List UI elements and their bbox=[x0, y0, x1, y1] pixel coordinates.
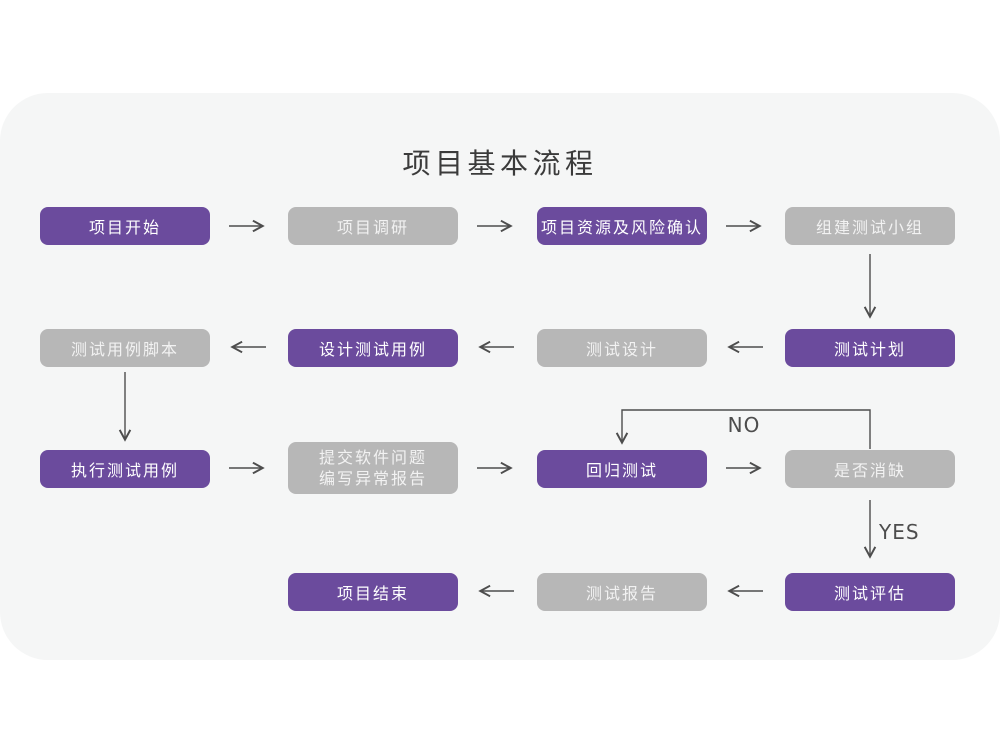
node-line-1: 提交软件问题 bbox=[318, 448, 427, 467]
node-submit-issue-report: 提交软件问题 编写异常报告 bbox=[288, 442, 458, 494]
branch-label-yes: YES bbox=[879, 520, 920, 544]
node-resource-risk-confirm: 项目资源及风险确认 bbox=[537, 207, 707, 245]
node-execute-test-case: 执行测试用例 bbox=[40, 450, 210, 488]
node-project-research: 项目调研 bbox=[288, 207, 458, 245]
node-regression-test: 回归测试 bbox=[537, 450, 707, 488]
page-title: 项目基本流程 bbox=[402, 147, 598, 180]
node-test-case-script: 测试用例脚本 bbox=[40, 329, 210, 367]
node-defect-cleared-check: 是否消缺 bbox=[785, 450, 955, 488]
flowchart-card bbox=[0, 93, 1000, 660]
node-project-end: 项目结束 bbox=[288, 573, 458, 611]
node-test-design: 测试设计 bbox=[537, 329, 707, 367]
node-test-report: 测试报告 bbox=[537, 573, 707, 611]
branch-label-no: NO bbox=[727, 413, 761, 437]
node-test-evaluate: 测试评估 bbox=[785, 573, 955, 611]
node-project-start: 项目开始 bbox=[40, 207, 210, 245]
node-build-test-team: 组建测试小组 bbox=[785, 207, 955, 245]
node-line-2: 编写异常报告 bbox=[318, 469, 427, 488]
node-test-plan: 测试计划 bbox=[785, 329, 955, 367]
node-design-test-case: 设计测试用例 bbox=[288, 329, 458, 367]
